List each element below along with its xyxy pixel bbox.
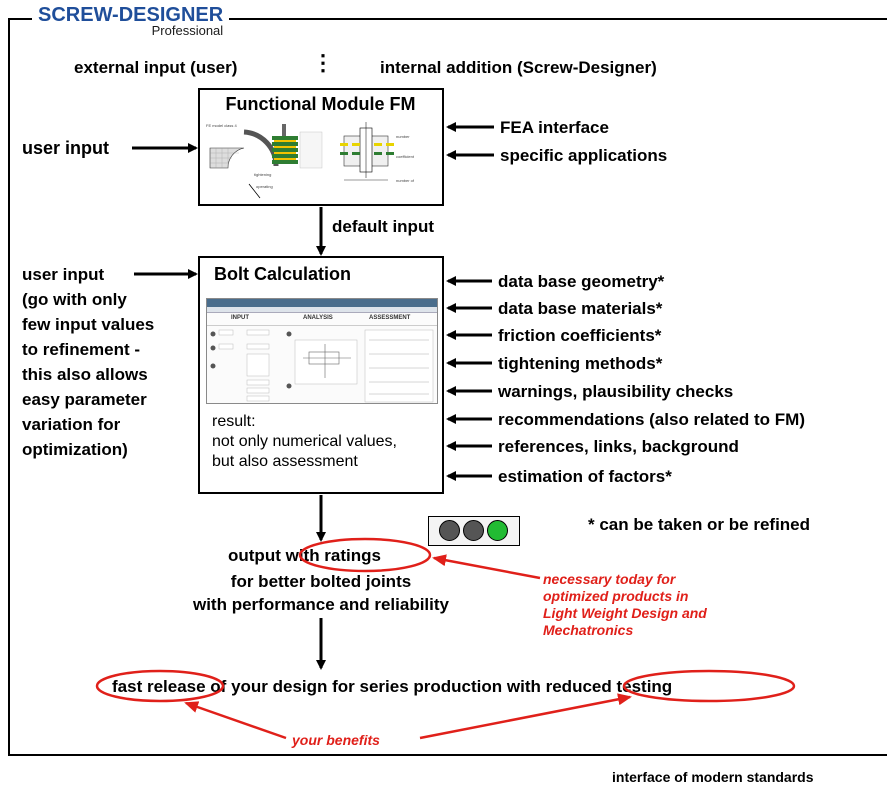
traffic-light-lamp-3 xyxy=(487,520,508,541)
fm-input-fea: FEA interface xyxy=(500,118,609,137)
bolt-input-warnings: warnings, plausibility checks xyxy=(498,382,734,401)
bolt-user-input-line-0: user input xyxy=(22,265,105,284)
note-line-2: Light Weight Design and xyxy=(543,605,707,621)
bolt-result-line-1: result: xyxy=(212,413,256,430)
diagram-frame xyxy=(8,18,887,756)
bolt-result-line-2: not only numerical values, xyxy=(212,433,397,450)
screen-col-assessment: ASSESSMENT xyxy=(369,315,411,321)
note-line-0: necessary today for xyxy=(543,571,676,587)
bolt-calculation-title: Bolt Calculation xyxy=(214,264,352,284)
header-separator: ⋮ xyxy=(312,50,334,75)
logo-subtitle: Professional xyxy=(151,23,224,38)
bolt-user-input-line-1: (go with only xyxy=(22,290,127,309)
note-line-1: optimized products in xyxy=(543,588,689,604)
fm-illustration: FE model class 4 tightening operating xyxy=(206,122,415,199)
screw-designer-logo: SCREW-DESIGNER Professional xyxy=(32,4,230,42)
output-line-3: with performance and reliability xyxy=(192,595,449,614)
bolt-input-geometry: data base geometry* xyxy=(498,272,665,291)
note-line-3: Mechatronics xyxy=(543,622,634,638)
bolt-user-input-line-5: easy parameter xyxy=(22,390,147,409)
bolt-screenshot-thumb: INPUT ANALYSIS ASSESSMENT xyxy=(206,298,438,404)
logo-name: SCREW-DESIGNER xyxy=(38,4,224,26)
bolt-input-tightening: tightening methods* xyxy=(498,354,663,373)
fm-img-label-1: tightening xyxy=(254,172,271,177)
fm-input-specific: specific applications xyxy=(500,146,668,165)
bolt-result-line-3: but also assessment xyxy=(212,453,358,470)
screen-col-analysis: ANALYSIS xyxy=(303,315,333,321)
traffic-light-lamp-2 xyxy=(463,520,484,541)
fm-img-label-0: FE model class 4 xyxy=(206,123,237,128)
traffic-light xyxy=(428,516,520,546)
screen-col-input: INPUT xyxy=(231,315,249,321)
release-line: fast release of your design for series p… xyxy=(112,677,672,697)
bottom-caption: interface of modern standards xyxy=(612,769,814,785)
default-input-label: default input xyxy=(332,217,434,236)
footnote: * can be taken or be refined xyxy=(588,515,811,534)
output-label: output xyxy=(228,546,286,565)
bolt-user-input-line-4: this also allows xyxy=(22,365,148,384)
bolt-input-recommendations: recommendations (also related to FM) xyxy=(498,410,805,429)
release-reduced-testing: reduced testing xyxy=(545,677,673,696)
your-benefits: your benefits xyxy=(292,732,380,748)
bolt-calculation-box: Bolt Calculation INPUT ANALYSIS ASSESSME… xyxy=(198,256,444,494)
bolt-user-input-line-7: optimization) xyxy=(22,440,128,459)
svg-text:number of: number of xyxy=(396,178,415,183)
svg-text:coefficient: coefficient xyxy=(396,154,415,159)
fm-user-input: user input xyxy=(22,138,110,158)
bolt-input-references: references, links, background xyxy=(498,437,739,456)
bolt-user-input-line-3: to refinement - xyxy=(22,340,141,359)
svg-text:number: number xyxy=(396,134,410,139)
bolt-user-input-line-6: variation for xyxy=(22,415,121,434)
fm-img-label-2: operating xyxy=(256,184,273,189)
output-line-1: output with ratings xyxy=(228,546,381,566)
output-line-2: for better bolted joints xyxy=(230,572,412,591)
functional-module-title: Functional Module FM xyxy=(225,94,416,114)
header-external-input: external input (user) xyxy=(74,58,238,77)
functional-module-box: Functional Module FM FE model class 4 ti… xyxy=(198,88,444,206)
bolt-input-estimation: estimation of factors* xyxy=(498,467,672,486)
release-fast: fast release xyxy=(112,677,206,696)
bolt-input-materials: data base materials* xyxy=(498,299,663,318)
release-middle: of your design for series production wit… xyxy=(205,677,546,696)
traffic-light-lamp-1 xyxy=(439,520,460,541)
header-internal-addition: internal addition (Screw-Designer) xyxy=(380,58,657,77)
output-with-ratings: with ratings xyxy=(285,546,381,565)
bolt-user-input-line-2: few input values xyxy=(22,315,155,334)
bolt-input-friction: friction coefficients* xyxy=(498,326,662,345)
